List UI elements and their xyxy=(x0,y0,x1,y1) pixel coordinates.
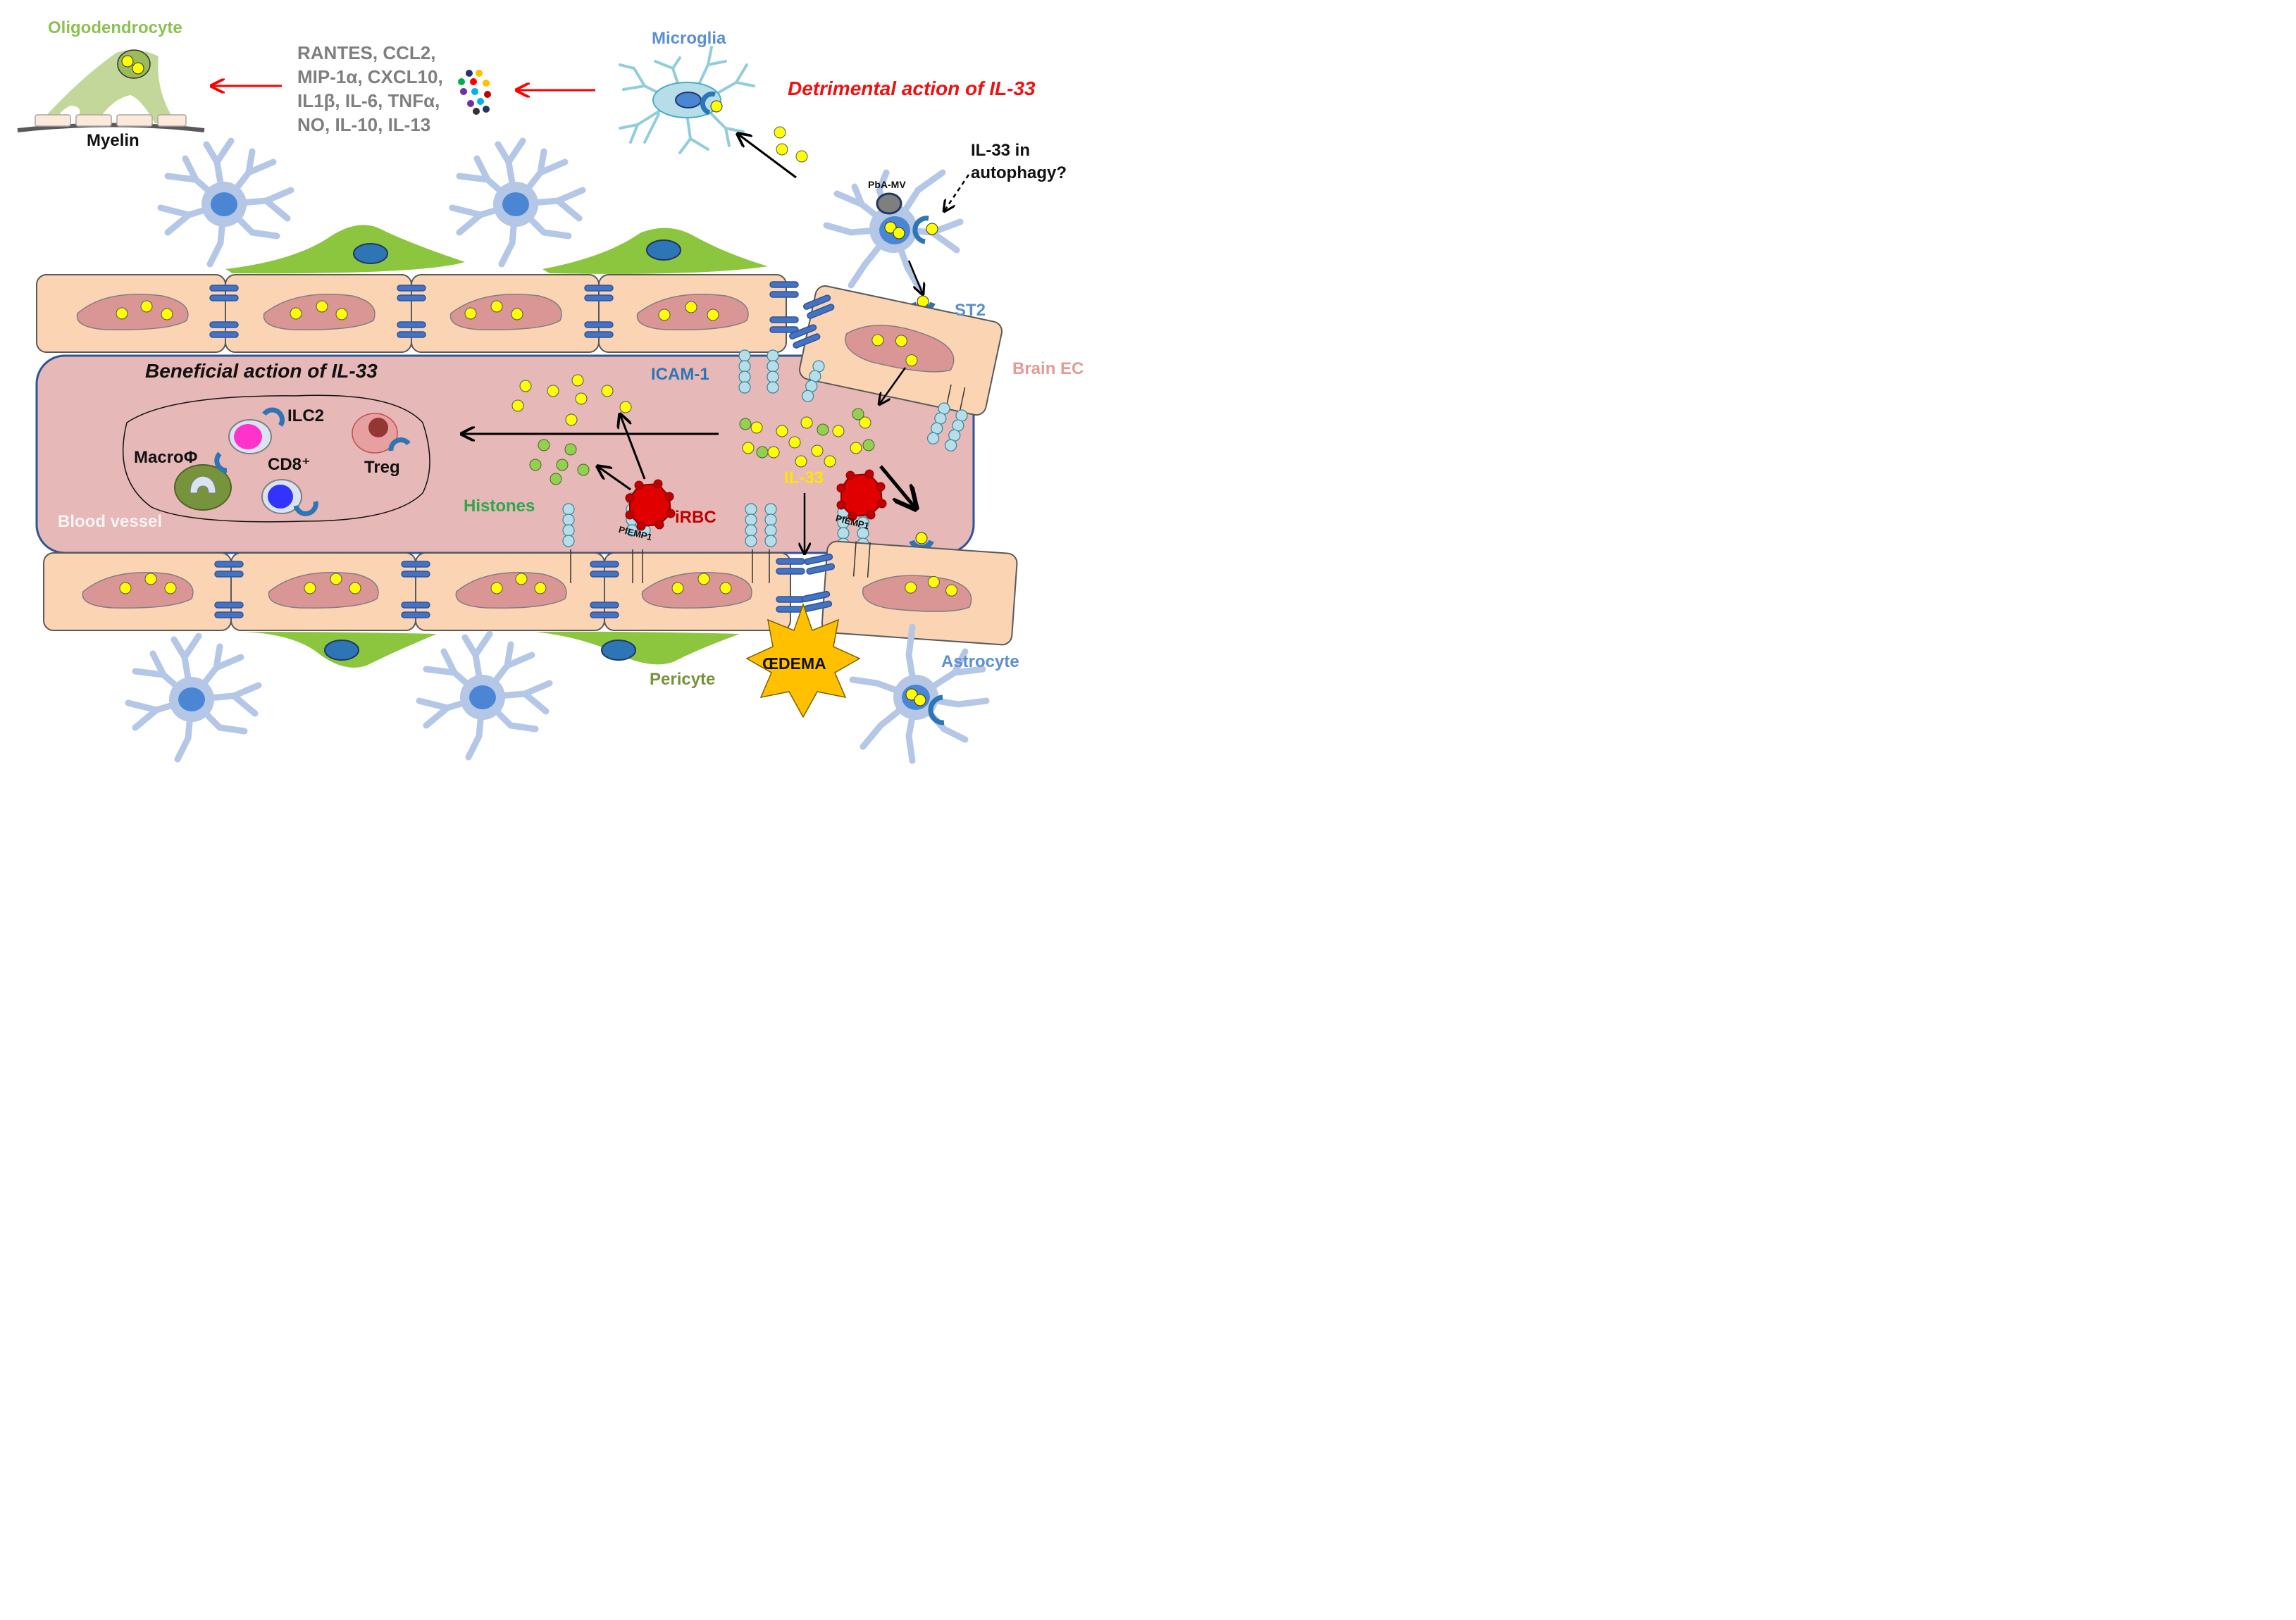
histone-particles xyxy=(529,408,875,485)
oedema-star-icon xyxy=(745,602,861,718)
cytokine-line: RANTES, CCL2, xyxy=(297,42,436,63)
macrophage-cell-icon xyxy=(174,451,232,511)
cd8-cell-icon xyxy=(261,479,318,516)
il33-particles-microglia xyxy=(774,126,808,163)
arrow-to-st2 xyxy=(907,260,923,294)
label-oedema: ŒDEMA xyxy=(762,654,826,673)
label-macrophage: MacroΦ xyxy=(134,448,198,467)
endothelial-row-bottom xyxy=(43,549,791,631)
label-histones: Histones xyxy=(464,497,535,516)
label-il33: IL-33 xyxy=(784,468,824,487)
label-astrocyte: Astrocyte xyxy=(941,652,1019,671)
label-irbc: iRBC xyxy=(675,508,716,527)
il33-particles-lumen xyxy=(511,374,871,468)
label-microglia: Microglia xyxy=(652,29,726,48)
endothelial-row-top xyxy=(36,274,787,353)
label-pericyte: Pericyte xyxy=(650,670,716,689)
label-treg: Treg xyxy=(364,458,400,477)
label-ilc2: ILC2 xyxy=(287,406,325,425)
brain-ec-bottom-tilted xyxy=(821,540,1018,646)
microglia-icon xyxy=(619,46,755,154)
astrocyte-pba-mv xyxy=(823,169,964,296)
cytokine-list: RANTES, CCL2, MIP-1α, CXCL10, IL1β, IL-6… xyxy=(297,41,443,137)
label-oligodendrocyte: Oligodendrocyte xyxy=(48,18,182,37)
label-myelin: Myelin xyxy=(87,131,139,150)
label-icam1: ICAM-1 xyxy=(651,365,709,384)
label-pba-mv: PbA-MV xyxy=(868,179,906,190)
label-autophagy: IL-33 in autophagy? xyxy=(971,139,1067,185)
label-st2: ST2 xyxy=(955,301,986,320)
cytokine-line: MIP-1α, CXCL10, xyxy=(297,66,443,87)
autophagy-line: autophagy? xyxy=(971,163,1067,182)
brain-ec-tilted xyxy=(799,285,1003,423)
astrocyte-bottom-right xyxy=(849,623,990,764)
label-cd8: CD8⁺ xyxy=(268,455,311,474)
arrow-ec-to-lumen xyxy=(879,367,907,404)
pericyte-icon xyxy=(225,225,768,274)
immune-cluster-outline xyxy=(122,394,430,523)
cytokine-line: NO, IL-10, IL-13 xyxy=(297,114,431,135)
arrow-irbc-histones xyxy=(597,466,631,491)
label-brain-ec: Brain EC xyxy=(1012,359,1084,378)
label-blood-vessel: Blood vessel xyxy=(58,512,163,531)
arrow-bold-to-st2 xyxy=(879,465,916,509)
label-beneficial: Beneficial action of IL-33 xyxy=(145,360,378,382)
oligodendrocyte-icon xyxy=(17,49,205,132)
cytokine-dots-icon xyxy=(458,70,491,115)
cytokine-line: IL1β, IL-6, TNFα, xyxy=(297,90,440,111)
autophagy-line: IL-33 in xyxy=(971,141,1031,160)
il33-diagram xyxy=(17,46,1018,764)
irbc-icon xyxy=(625,469,887,531)
label-detrimental: Detrimental action of IL-33 xyxy=(788,77,1036,99)
treg-cell-icon xyxy=(352,413,411,454)
autophagy-dashed-arrow xyxy=(944,174,970,211)
arrow-irbc-up xyxy=(620,414,646,480)
arrow-to-microglia xyxy=(738,134,797,179)
ilc2-cell-icon xyxy=(228,407,285,454)
pericyte-bottom-icon xyxy=(243,631,740,668)
